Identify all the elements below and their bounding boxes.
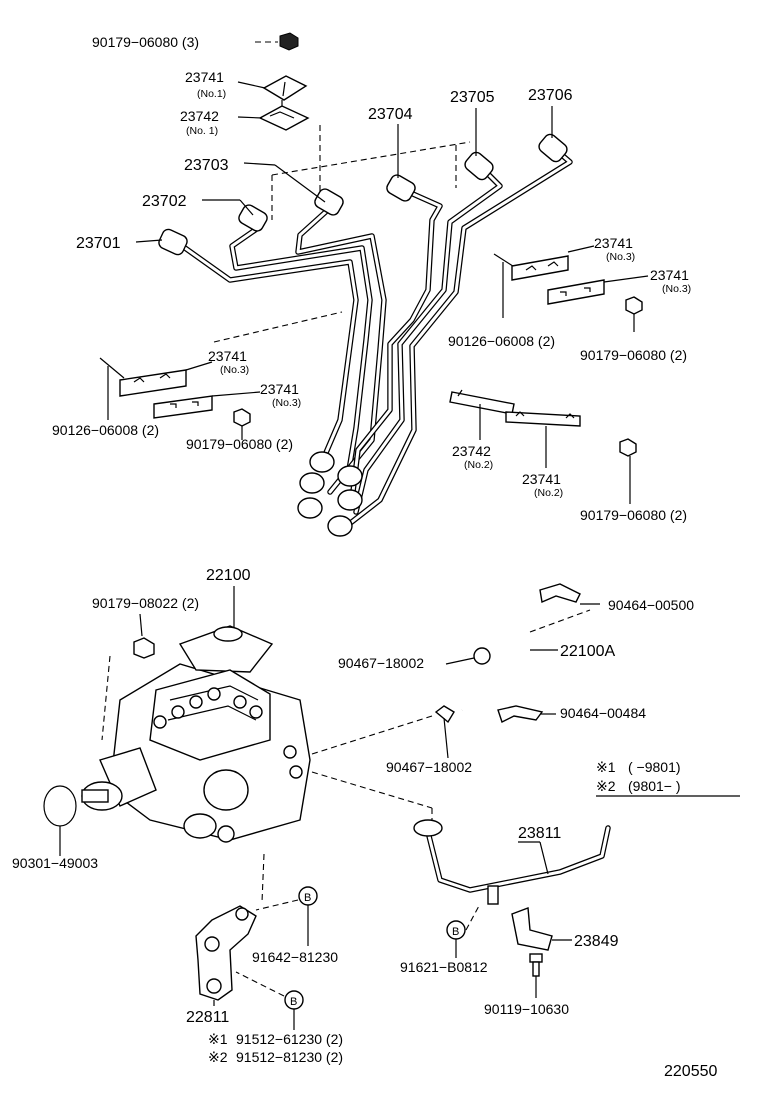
label-90126-06008-left: 90126−06008 (2) — [52, 422, 159, 438]
nut-90179-08022 — [133, 637, 155, 659]
label-90467-18002-b: 90467−18002 — [386, 759, 472, 775]
return-pipe-23811 — [413, 819, 611, 905]
pipe-nut-23704 — [386, 174, 416, 202]
label-23741-no1-sub: (No.1) — [197, 88, 226, 100]
label-23705: 23705 — [450, 89, 495, 106]
label-23742-no1-sub: (No. 1) — [186, 125, 218, 137]
clamp-23741-no3-right-b — [547, 279, 605, 305]
label-90179-06080-lower: 90179−06080 (2) — [580, 507, 687, 523]
label-23811: 23811 — [518, 825, 561, 842]
clamp-23741-no2 — [505, 411, 581, 427]
clamp-23741-no3-left-a — [119, 369, 187, 397]
note1-mark: ※1 — [596, 759, 616, 775]
label-90464-00484: 90464−00484 — [560, 705, 646, 721]
label-90179-08022: 90179−08022 (2) — [92, 595, 199, 611]
label-23742-no2: 23742 — [452, 443, 491, 459]
bolt-mark-b-3: B — [290, 996, 297, 1008]
label-23741-no3-d-sub: (No.3) — [272, 397, 301, 409]
pipe-nut-23701 — [158, 228, 188, 256]
label-90179-06080-left: 90179−06080 (2) — [186, 436, 293, 452]
label-23704: 23704 — [368, 106, 413, 123]
clip-90467-18002-a — [473, 647, 491, 665]
clamp-23741-no3-left-b — [153, 395, 213, 419]
clamp-23741-no1 — [262, 75, 308, 106]
pipe-nut-23702 — [238, 204, 268, 232]
nut-90179-06080-right — [625, 296, 643, 315]
label-23706: 23706 — [528, 87, 573, 104]
label-90464-00500: 90464−00500 — [608, 597, 694, 613]
label-23741-no3-d: 23741 — [260, 381, 299, 397]
label-90301-49003: 90301−49003 — [12, 855, 98, 871]
label-22100A: 22100A — [560, 643, 615, 660]
note2-text: (9801− ) — [628, 778, 681, 794]
bolt-mark-b-1: B — [452, 926, 459, 938]
bracket-23849 — [511, 907, 553, 951]
label-23741-no2-sub: (No.2) — [534, 487, 563, 499]
label-90179-06080-3: 90179−06080 (3) — [92, 34, 199, 50]
label-23741-no3-b-sub: (No.3) — [662, 283, 691, 295]
label-23849: 23849 — [574, 933, 619, 950]
label-23741-no3-a: 23741 — [594, 235, 633, 251]
note2-mark: ※2 — [596, 778, 616, 794]
pipe-nut-23705 — [464, 151, 494, 181]
label-23701: 23701 — [76, 235, 121, 252]
label-91512-61230: 91512−61230 (2) — [236, 1031, 343, 1047]
label-91642-81230: 91642−81230 — [252, 949, 338, 965]
stud-90126-06008-left — [99, 357, 125, 379]
clamp-23741-no3-right-a — [511, 255, 569, 281]
label-90467-18002-a: 90467−18002 — [338, 655, 424, 671]
nut-90179-06080-top — [255, 32, 299, 51]
foot1-mark: ※1 — [208, 1031, 228, 1047]
bolt-91621-b0812: B — [446, 920, 466, 940]
injection-pipes — [175, 147, 573, 531]
clamp-90464-00484 — [497, 705, 544, 723]
label-22811: 22811 — [186, 1009, 229, 1026]
label-90179-06080-right: 90179−06080 (2) — [580, 347, 687, 363]
o-ring-90301-49003 — [43, 785, 77, 827]
nut-90179-06080-left — [233, 408, 251, 427]
label-23741-no3-a-sub: (No.3) — [606, 251, 635, 263]
label-90119-10630: 90119−10630 — [484, 1001, 569, 1017]
label-23703: 23703 — [184, 157, 229, 174]
note1-text: ( −9801) — [628, 759, 681, 775]
label-23741-no3-c: 23741 — [208, 348, 247, 364]
label-91512-81230: 91512−81230 (2) — [236, 1049, 343, 1065]
label-23741-no1: 23741 — [185, 69, 224, 85]
nut-90179-06080-lower — [619, 438, 637, 457]
bolt-mark-b-2: B — [304, 892, 311, 904]
clamp-23742-no2 — [449, 389, 515, 415]
label-23741-no2: 23741 — [522, 471, 561, 487]
clamp-23742-no1 — [258, 105, 310, 131]
bolt-91642-81230: B — [298, 886, 318, 906]
clip-90467-18002-b — [434, 705, 455, 724]
label-91621-B0812: 91621−B0812 — [400, 959, 488, 975]
bolt-90119-10630 — [529, 953, 543, 977]
bolt-91512-61230: B — [284, 990, 304, 1010]
injection-pump-22100 — [81, 625, 311, 843]
label-90126-06008-right: 90126−06008 (2) — [448, 333, 555, 349]
label-22100: 22100 — [206, 567, 251, 584]
pipe-nut-23703 — [314, 188, 344, 216]
label-23742-no1: 23742 — [180, 108, 219, 124]
diagram-id: 220550 — [664, 1063, 717, 1080]
label-23742-no2-sub: (No.2) — [464, 459, 493, 471]
stay-22811 — [195, 905, 257, 1001]
hose-22100a — [434, 588, 540, 713]
label-23741-no3-b: 23741 — [650, 267, 689, 283]
clamp-90464-00500 — [539, 583, 581, 603]
label-23702: 23702 — [142, 193, 187, 210]
label-23741-no3-c-sub: (No.3) — [220, 364, 249, 376]
foot2-mark: ※2 — [208, 1049, 228, 1065]
pipe-nut-23706 — [538, 133, 568, 163]
pipe-lower-nuts — [297, 451, 363, 537]
